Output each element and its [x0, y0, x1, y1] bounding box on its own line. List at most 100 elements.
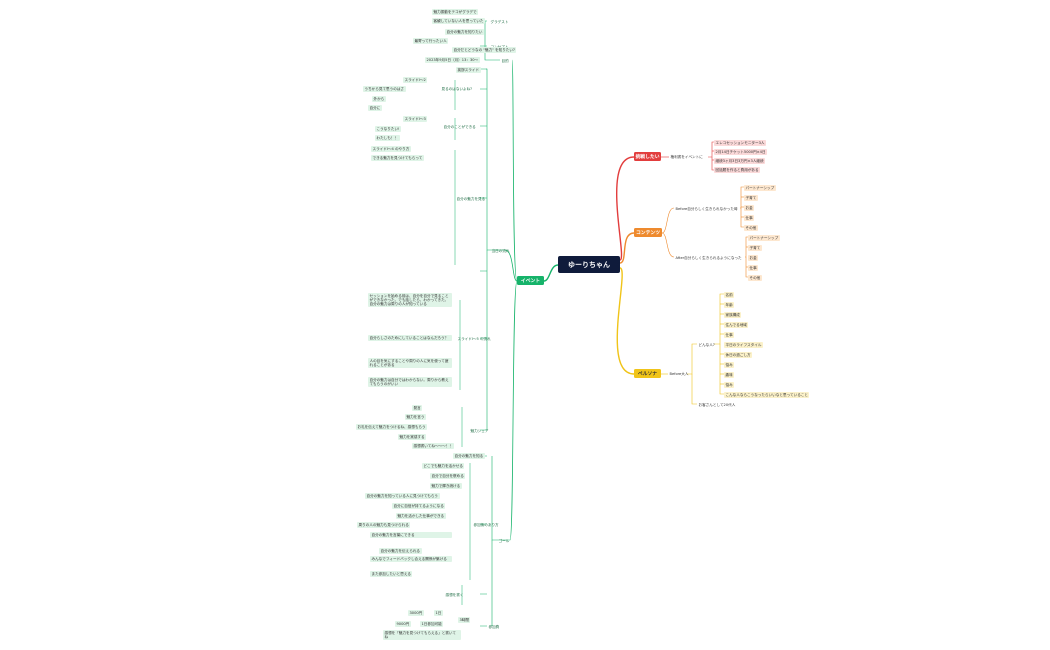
goal-item[interactable]: 自分の魅力を知る — [453, 453, 485, 459]
flow-item[interactable]: 挨拶スライド — [456, 67, 481, 73]
persona-item[interactable]: こんな人ならこうなったらいいなと思っていること — [724, 392, 810, 398]
cost-item[interactable]: 感想を「魅力を見つけてもらえる」と書いてね — [383, 630, 461, 640]
goal-group[interactable]: 参加後のあり方 — [473, 522, 499, 527]
persona-link — [714, 293, 724, 345]
persona-item[interactable]: 平日のライフスタイル — [724, 342, 763, 348]
flow-para[interactable]: 自分らしさのためにしていることはなんだろう？ — [368, 335, 452, 341]
persona-item[interactable]: 住んでる地域 — [724, 322, 749, 328]
challenge-item[interactable]: 継続3ヶ月3日3万円×3人継続 — [714, 158, 766, 164]
goal-item[interactable]: 周りの人の魅力も見つけられる — [357, 522, 411, 528]
goal-group[interactable]: 感想を書く — [445, 592, 464, 597]
contents-after-item[interactable]: その他 — [748, 275, 762, 281]
sharing-item[interactable]: お礼を伝えて魅力をつけるね、感想もらう — [356, 424, 428, 430]
goal-item[interactable]: 自分の魅力を伝えられる — [379, 548, 422, 554]
connector-contents — [619, 232, 635, 264]
persona-who[interactable]: どんな人? — [698, 342, 715, 347]
flow-para[interactable]: 自分の魅力は自分ではわからない。周りから教えてもらうのがいい — [368, 377, 452, 387]
flow-item[interactable]: うちから見て思うのはさ — [363, 86, 406, 92]
sharing-item[interactable]: 発言 — [412, 405, 423, 411]
challenge-item[interactable]: 回話題を作ると費用がある — [714, 167, 761, 173]
persona-item[interactable]: 家族構成 — [724, 312, 742, 318]
persona-item[interactable]: 仕事 — [724, 332, 735, 338]
event-outline-item[interactable]: 最寄って行ったい人 — [413, 38, 449, 44]
branch-event[interactable]: イベント — [517, 276, 544, 285]
branch-contents[interactable]: コンテンツ — [634, 228, 662, 237]
persona-item[interactable]: 趣味 — [724, 372, 735, 378]
event-sharing[interactable]: 魅力シェア — [470, 428, 489, 433]
contents-after-item[interactable]: 仕事 — [748, 265, 759, 271]
persona-link — [719, 344, 724, 395]
flow-item[interactable]: 外から — [372, 96, 386, 102]
persona-item[interactable]: 悩み — [724, 362, 735, 368]
sharing-item[interactable]: 魅力を言う — [405, 414, 426, 420]
contents-link — [661, 207, 675, 234]
event-sub[interactable]: コンセプト — [489, 44, 510, 50]
contents-after-item[interactable]: 子育て — [748, 245, 762, 251]
cost-item[interactable]: 9000円 — [395, 621, 411, 627]
persona-after[interactable]: お客さんとして20代人 — [698, 402, 736, 407]
contents-after[interactable]: After自分らしく生きられるようになった — [675, 255, 742, 260]
goal-item[interactable]: みんなでフィードバックし合える関係が築ける — [370, 556, 452, 562]
purpose-vertical — [484, 21, 500, 61]
contents-before-item[interactable]: お金 — [744, 205, 755, 211]
contents-link — [740, 186, 744, 209]
contents-before-item[interactable]: その他 — [744, 225, 758, 231]
goal-item[interactable]: 自分の魅力を言葉にできる — [370, 532, 452, 538]
event-goal[interactable]: ゴール — [498, 538, 510, 543]
flow-item[interactable]: 自分の魅力を見る — [456, 196, 486, 201]
flow-para[interactable]: 人の目を気にすることや周りの人に気を使って疲れることがある — [368, 358, 452, 368]
sharing-item[interactable]: 魅力を実感する — [398, 434, 427, 440]
goal-item[interactable]: 自分に自信が持てるようになる — [392, 503, 446, 509]
persona-link — [687, 343, 697, 375]
flow-item[interactable]: スライドI〜4 のやり方 — [371, 146, 411, 152]
event-outline-item[interactable]: 自分の魅力を知りたい — [445, 29, 484, 35]
flow-para-label[interactable]: スライドI〜5 の流れ — [457, 336, 491, 341]
sharing-item[interactable]: 感想書いてね〜〜〜！！ — [412, 443, 455, 449]
goal-item[interactable]: 魅力で輝き続ける — [430, 483, 462, 489]
flow-item[interactable]: 自分のことができる — [443, 124, 476, 129]
persona-item[interactable]: 名前 — [724, 292, 735, 298]
goal-item[interactable]: 魅力を活かした仕事ができる — [396, 513, 446, 519]
event-flow[interactable]: 当日の流れ — [491, 248, 510, 253]
flow-item[interactable]: できる魅力を見つけてもらって — [371, 155, 424, 161]
goal-item[interactable]: 自分で自分を褒める — [430, 473, 466, 479]
contents-after-item[interactable]: パートナーシップ — [748, 235, 780, 241]
contents-before-item[interactable]: 仕事 — [744, 215, 755, 221]
persona-item[interactable]: 休日の過ごし方 — [724, 352, 753, 358]
flow-item[interactable]: スライドI〜2 — [403, 77, 428, 83]
contents-after-item[interactable]: お金 — [748, 255, 759, 261]
root-node[interactable]: ゆーりちゃん — [558, 256, 620, 273]
cost-item[interactable]: 1日 — [434, 610, 443, 616]
goal-item[interactable]: また参加したいと思える — [370, 571, 413, 577]
contents-before-item[interactable]: パートナーシップ — [744, 185, 776, 191]
cost-item[interactable]: 3000円 — [408, 610, 424, 616]
flow-para[interactable]: セッションを始める前は、自分を自分で見ることができなかった。でも話したら、わかっ… — [368, 293, 452, 308]
persona-item[interactable]: 悩み — [724, 382, 735, 388]
challenge-item[interactable]: 2月14日チケット5000円×4日 — [714, 149, 768, 155]
persona-item[interactable]: 年齢 — [724, 302, 735, 308]
event-outline-item[interactable]: 自分だとどうなの "魅力" を知りたい? — [452, 47, 517, 53]
cost-item[interactable]: 3時間 — [458, 617, 471, 623]
challenge-link — [708, 141, 714, 158]
goal-item[interactable]: どこでも魅力を活かせる — [422, 463, 465, 469]
flow-item[interactable]: 見るのはないよね? — [441, 86, 473, 91]
event-cost[interactable]: 参加費 — [488, 624, 500, 629]
event-sub[interactable]: グラデスト — [490, 19, 509, 24]
challenge-sub[interactable]: 権利書をイベントに — [670, 154, 703, 159]
branch-challenge[interactable]: 挑戦したい — [634, 152, 661, 161]
cost-item[interactable]: 1日参加可能 — [420, 621, 444, 627]
contents-before[interactable]: Before自分らしく生きられなかった時 — [675, 206, 738, 211]
event-purpose[interactable]: 目的 — [501, 58, 509, 63]
event-outline-item[interactable]: 客観していない人を思っていた — [432, 18, 486, 24]
persona-before[interactable]: Before大人 — [669, 371, 689, 376]
challenge-item[interactable]: エレコセッションモニター3人 — [714, 140, 767, 146]
contents-before-item[interactable]: 子育て — [744, 195, 758, 201]
event-date[interactable]: 2023年9月5日（月）13：30〜 — [425, 57, 480, 63]
flow-item[interactable]: わたしも！！ — [375, 135, 400, 141]
goal-item[interactable]: 自分の魅力を知っている人に見つけてもらう — [365, 493, 440, 499]
flow-item[interactable]: こうなりたい! — [375, 126, 402, 132]
flow-item[interactable]: 自分に — [368, 105, 382, 111]
flow-item[interactable]: スライドI〜3 — [403, 116, 428, 122]
branch-persona[interactable]: ペルソナ — [634, 369, 661, 378]
event-outline-item[interactable]: 魅力振動をテコがグラデで — [432, 9, 479, 15]
